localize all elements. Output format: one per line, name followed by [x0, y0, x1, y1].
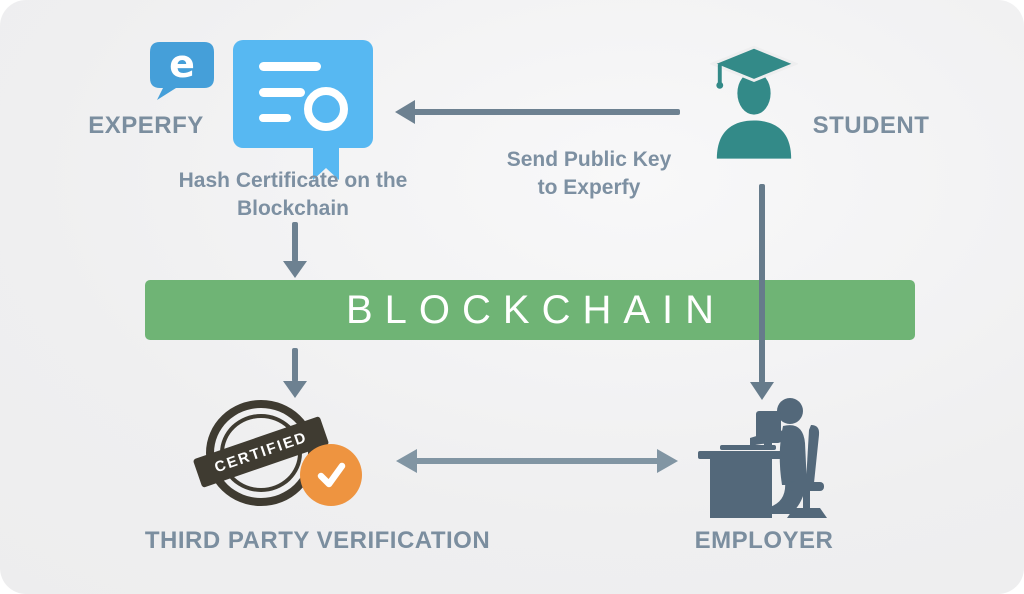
hash-certificate-caption: Hash Certificate on the Blockchain — [178, 169, 408, 220]
arrow-shaft — [412, 458, 662, 464]
arrow-verification-employer — [396, 449, 678, 473]
student-graduate-icon — [710, 45, 798, 159]
blockchain-banner-label: BLOCKCHAIN — [345, 287, 727, 332]
arrow-send-public-key — [395, 100, 682, 124]
experfy-label: EXPERFY — [88, 112, 204, 139]
experfy-logo-icon: e — [150, 42, 214, 100]
student-label: STUDENT — [812, 112, 930, 139]
certified-stamp-icon: CERTIFIED — [192, 400, 330, 506]
arrow-shaft — [292, 222, 298, 262]
arrow-student-to-employer — [750, 184, 774, 400]
arrow-shaft — [759, 184, 765, 383]
employer-label: EMPLOYER — [694, 527, 834, 554]
checkmark-icon — [317, 462, 346, 488]
arrow-shaft — [292, 348, 298, 382]
experfy-logo-letter: e — [169, 42, 195, 86]
experfy-speech-bubble-icon — [150, 42, 214, 100]
arrowhead-down-icon — [283, 261, 307, 278]
arrow-hash-to-blockchain — [283, 222, 307, 278]
arrow-blockchain-to-verification — [283, 348, 307, 398]
send-public-key-caption: Send Public Key to Experfy — [506, 148, 672, 199]
third-party-verification-label: THIRD PARTY VERIFICATION — [144, 527, 491, 554]
certificate-icon — [233, 40, 373, 180]
arrowhead-right-icon — [657, 449, 678, 473]
arrowhead-down-icon — [750, 382, 774, 400]
blockchain-banner: BLOCKCHAIN — [145, 280, 915, 340]
arrowhead-down-icon — [283, 381, 307, 398]
arrowhead-left-icon — [395, 100, 415, 124]
check-badge-icon — [300, 444, 362, 506]
arrow-shaft — [411, 109, 680, 115]
arrowhead-left-icon — [396, 449, 417, 473]
employer-at-desk-icon — [698, 398, 827, 518]
